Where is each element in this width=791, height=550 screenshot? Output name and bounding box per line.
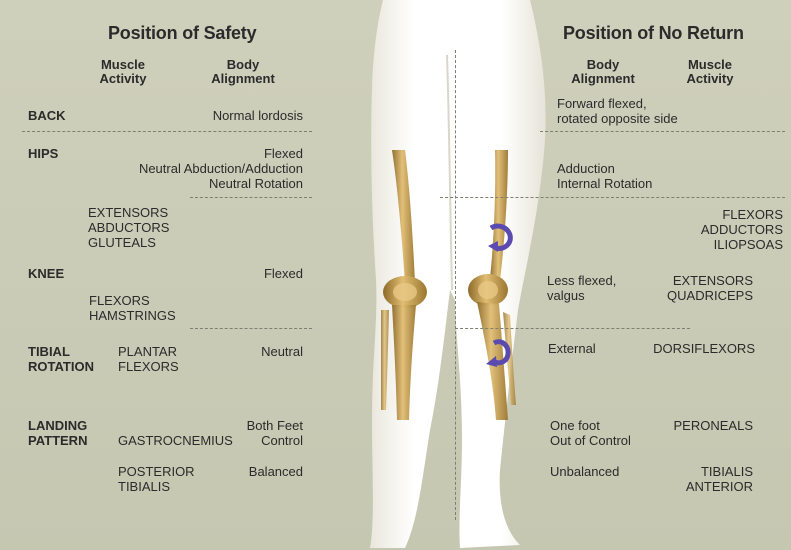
balance-noreturn-alignment: Unbalanced [550,464,619,479]
text-line: ROTATION [28,359,94,374]
text-line: Flexed [90,146,303,161]
text-line: valgus [547,288,616,303]
header-line: Body [203,58,283,72]
text-line: ANTERIOR [640,479,753,494]
row-label-hips: HIPS [28,146,58,161]
header-right-body-alignment: Body Alignment [563,58,643,86]
header-line: Body [563,58,643,72]
text-line: HAMSTRINGS [89,308,176,323]
tibial-noreturn-alignment: External [548,341,596,356]
title-position-of-safety: Position of Safety [108,23,256,43]
text-line: ABDUCTORS [88,220,169,235]
text-line: One foot [550,418,631,433]
hips-safety-muscles: EXTENSORS ABDUCTORS GLUTEALS [88,205,169,250]
landing-noreturn-alignment: One foot Out of Control [550,418,631,448]
tibial-safety-muscles: PLANTAR FLEXORS [118,344,179,374]
knee-safety-alignment: Flexed [200,266,303,281]
text-line: TIBIALIS [118,479,195,494]
text-line: POSTERIOR [118,464,195,479]
text-line: Neutral Abduction/Adduction [90,161,303,176]
knee-noreturn-alignment: Less flexed, valgus [547,273,616,303]
text-line: FLEXORS [118,359,179,374]
knee-noreturn-muscles: EXTENSORS QUADRICEPS [640,273,753,303]
header-line: Activity [88,72,158,86]
divider-back-right [540,131,785,132]
text-line: Internal Rotation [557,176,652,191]
header-left-body-alignment: Body Alignment [203,58,283,86]
divider-knee-right [455,328,690,329]
header-line: Activity [670,72,750,86]
text-line: EXTENSORS [640,273,753,288]
row-label-tibial-rotation: TIBIAL ROTATION [28,344,94,374]
text-line: Forward flexed, [557,96,678,111]
header-line: Alignment [563,72,643,86]
header-right-muscle-activity: Muscle Activity [670,58,750,86]
header-line: Muscle [88,58,158,72]
header-left-muscle-activity: Muscle Activity [88,58,158,86]
text-line: Control [200,433,303,448]
row-label-knee: KNEE [28,266,64,281]
knee-safety-muscles: FLEXORS HAMSTRINGS [89,293,176,323]
row-label-back: BACK [28,108,66,123]
text-line: QUADRICEPS [640,288,753,303]
text-line: ILIOPSOAS [660,237,783,252]
text-line: FLEXORS [89,293,176,308]
text-line: FLEXORS [660,207,783,222]
text-line: Neutral Rotation [90,176,303,191]
text-line: Out of Control [550,433,631,448]
landing-noreturn-muscles: PERONEALS [640,418,753,433]
divider-hips [190,197,312,198]
hips-safety-alignment: Flexed Neutral Abduction/Adduction Neutr… [90,146,303,191]
text-line: PLANTAR [118,344,179,359]
header-line: Muscle [670,58,750,72]
back-noreturn-alignment: Forward flexed, rotated opposite side [557,96,678,126]
balance-noreturn-muscles: TIBIALIS ANTERIOR [640,464,753,494]
divider-knee [190,328,312,329]
balance-safety-alignment: Balanced [200,464,303,479]
landing-safety-alignment: Both Feet Control [200,418,303,448]
text-line: rotated opposite side [557,111,678,126]
text-line: PATTERN [28,433,87,448]
row-label-landing-pattern: LANDING PATTERN [28,418,87,448]
leg-silhouette [370,0,546,548]
text-line: GLUTEALS [88,235,169,250]
balance-safety-muscles: POSTERIOR TIBIALIS [118,464,195,494]
center-axis [455,50,456,520]
tibial-noreturn-muscles: DORSIFLEXORS [620,341,755,356]
text-line: LANDING [28,418,87,433]
text-line: Both Feet [200,418,303,433]
text-line: TIBIAL [28,344,94,359]
hips-noreturn-muscles: FLEXORS ADDUCTORS ILIOPSOAS [660,207,783,252]
title-position-of-no-return: Position of No Return [563,23,744,43]
text-line: ADDUCTORS [660,222,783,237]
text-line: TIBIALIS [640,464,753,479]
hips-noreturn-alignment: Adduction Internal Rotation [557,161,652,191]
text-line: Less flexed, [547,273,616,288]
tibial-safety-alignment: Neutral [200,344,303,359]
back-safety-alignment: Normal lordosis [150,108,303,123]
text-line: EXTENSORS [88,205,169,220]
header-line: Alignment [203,72,283,86]
divider-back [22,131,312,132]
text-line: Adduction [557,161,652,176]
divider-mid-right [440,197,785,198]
